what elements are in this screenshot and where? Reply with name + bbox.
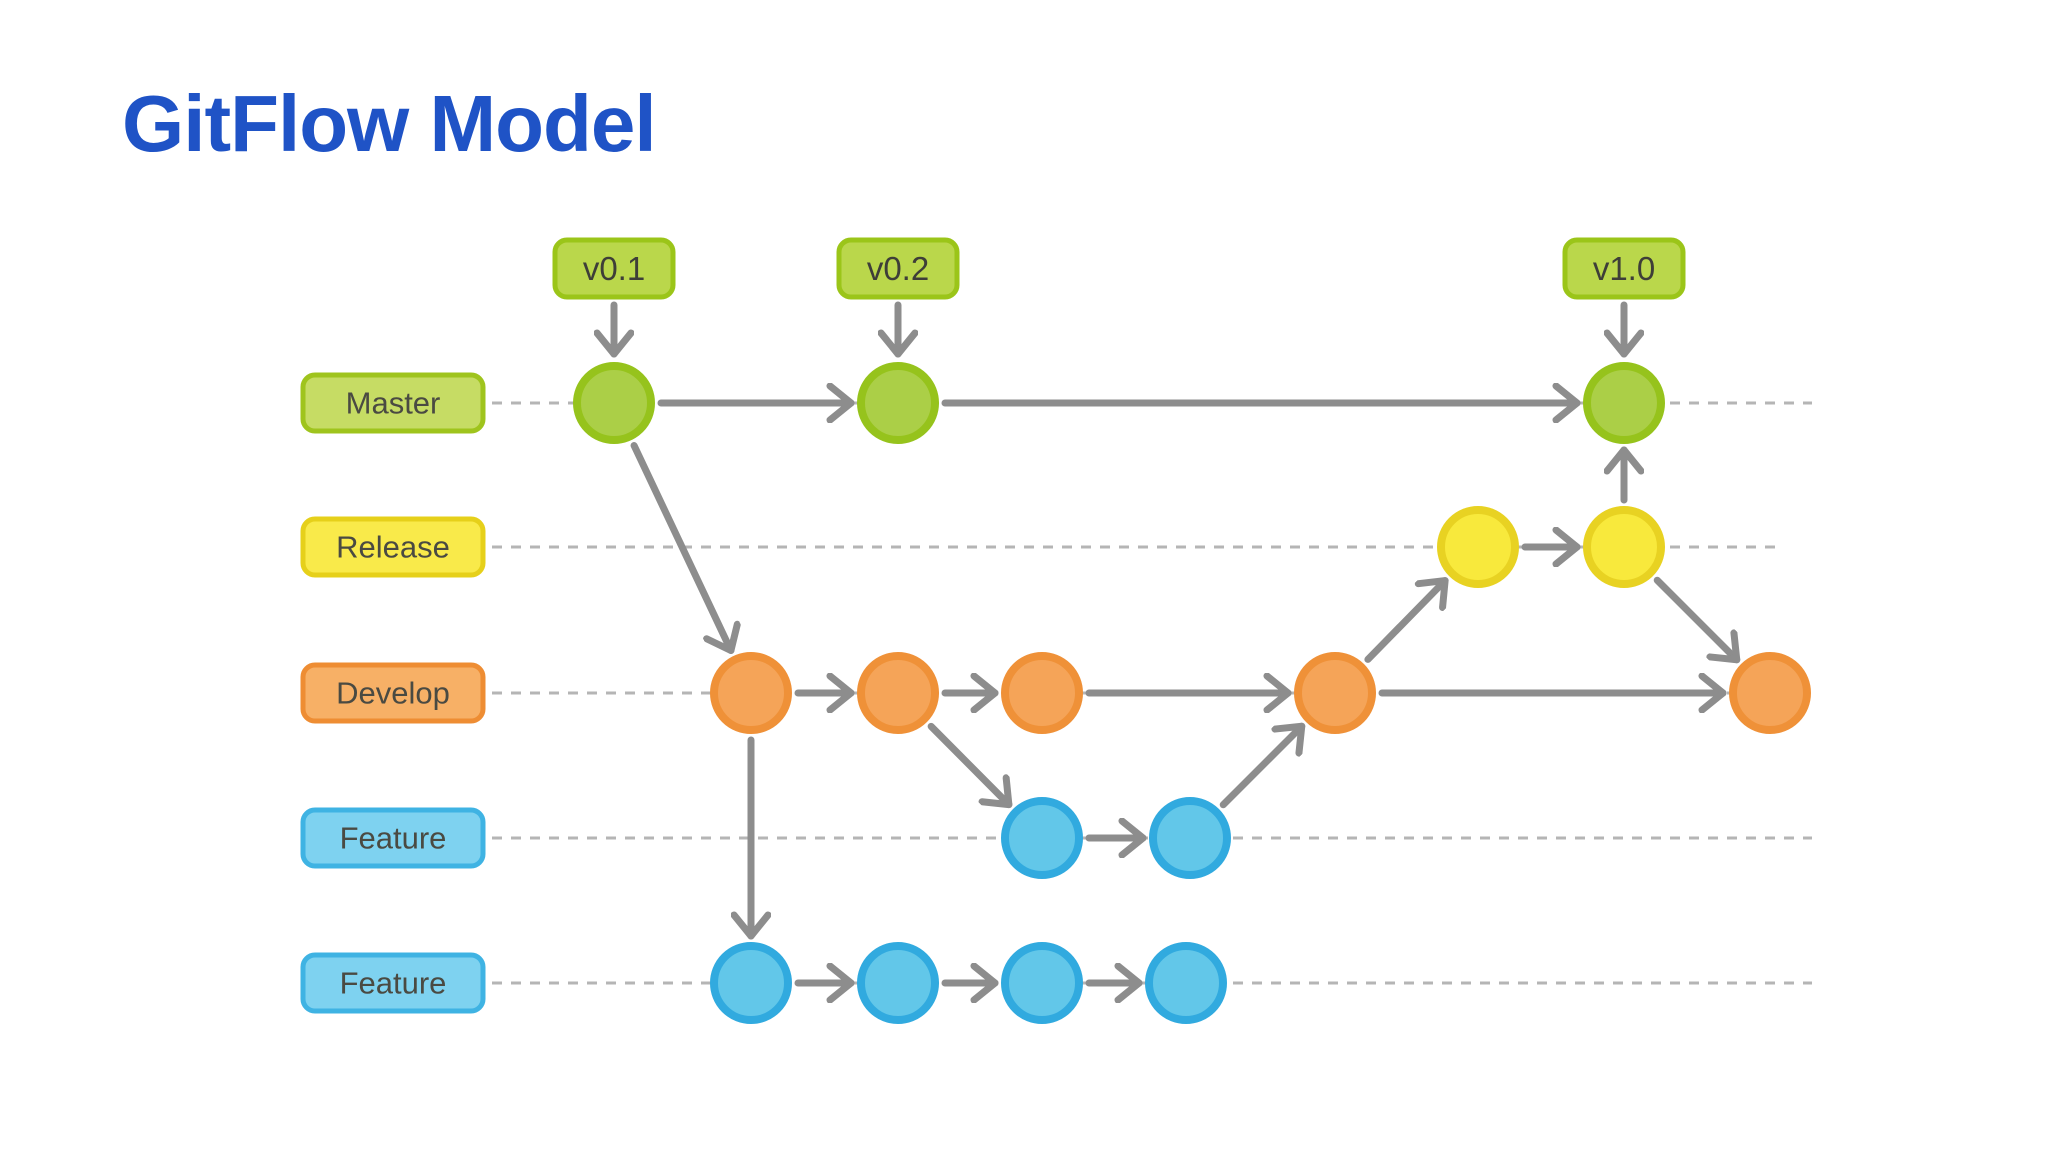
lane-label-release: Release bbox=[300, 516, 486, 578]
page-title: GitFlow Model bbox=[122, 79, 657, 168]
lane-label-develop: Develop bbox=[300, 662, 486, 724]
lane-label-feature-a: Feature bbox=[300, 807, 486, 869]
tag-v1.0-text: v1.0 bbox=[1593, 250, 1655, 287]
lane-label-feature-b-text: Feature bbox=[340, 966, 447, 1001]
commit-master-1 bbox=[573, 362, 655, 444]
commit-feature-a-1 bbox=[1001, 797, 1083, 879]
lane-label-feature-a-text: Feature bbox=[340, 821, 447, 856]
commit-master-2 bbox=[857, 362, 939, 444]
lane-label-master: Master bbox=[300, 372, 486, 434]
commit-develop-4 bbox=[1294, 652, 1376, 734]
commit-release-2 bbox=[1583, 506, 1665, 588]
commit-feature-b-4 bbox=[1145, 942, 1227, 1024]
lane-label-release-text: Release bbox=[336, 530, 450, 565]
commit-develop-1 bbox=[710, 652, 792, 734]
lane-label-develop-text: Develop bbox=[336, 676, 450, 711]
commit-develop-5 bbox=[1729, 652, 1811, 734]
tag-v0.1: v0.1 bbox=[552, 237, 676, 300]
lane-label-feature-b: Feature bbox=[300, 952, 486, 1014]
edge-feature-a-2-develop-4 bbox=[1219, 722, 1306, 809]
commit-feature-a-2 bbox=[1149, 797, 1231, 879]
edge-develop-2-feature-a-1 bbox=[927, 722, 1013, 809]
commit-release-1 bbox=[1437, 506, 1519, 588]
commit-feature-b-3 bbox=[1001, 942, 1083, 1024]
commit-develop-2 bbox=[857, 652, 939, 734]
commit-develop-3 bbox=[1001, 652, 1083, 734]
tag-v0.1-text: v0.1 bbox=[583, 250, 645, 287]
commit-master-3 bbox=[1583, 362, 1665, 444]
commit-feature-b-2 bbox=[857, 942, 939, 1024]
tag-v0.2-text: v0.2 bbox=[867, 250, 929, 287]
edge-release-2-develop-5 bbox=[1653, 576, 1741, 664]
edge-develop-4-release-1 bbox=[1364, 577, 1449, 663]
tag-v1.0: v1.0 bbox=[1562, 237, 1686, 300]
lane-label-master-text: Master bbox=[346, 386, 441, 421]
tag-v0.2: v0.2 bbox=[836, 237, 960, 300]
edge-master-1-develop-1 bbox=[630, 441, 731, 655]
commit-feature-b-1 bbox=[710, 942, 792, 1024]
